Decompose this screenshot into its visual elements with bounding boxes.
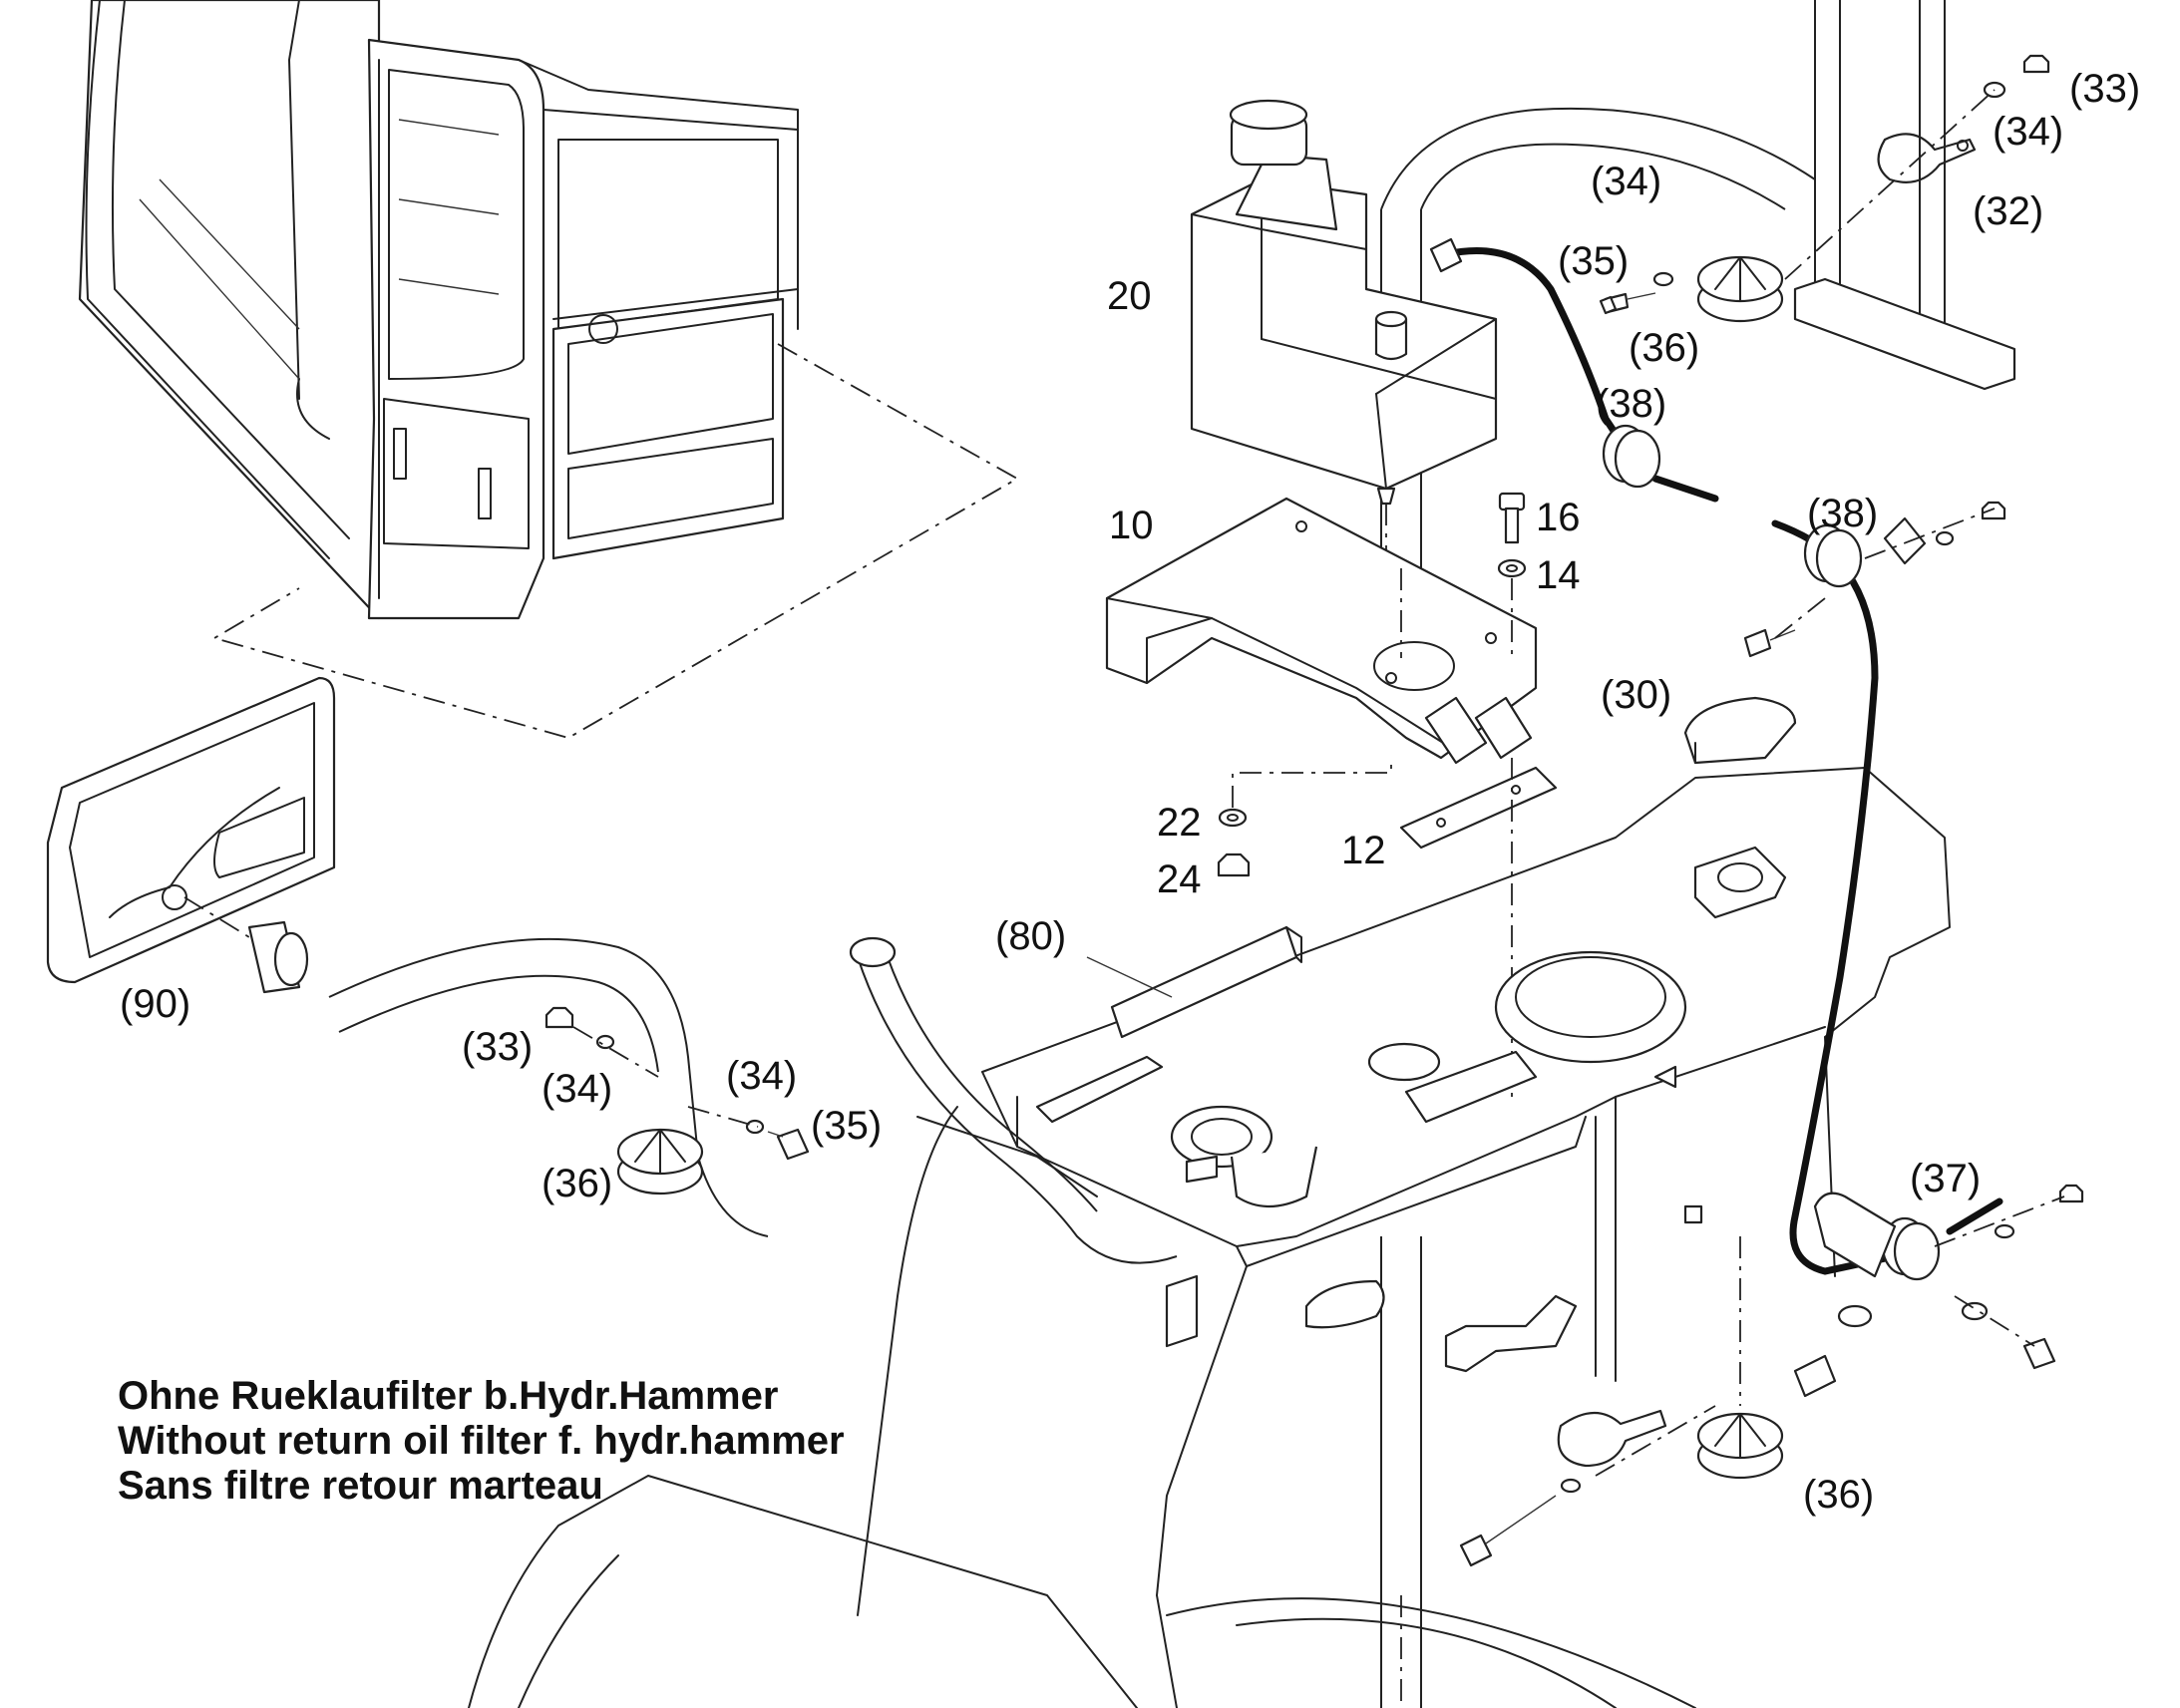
callout-36-left: (36) (542, 1162, 612, 1205)
hose-grommet-upper (1602, 424, 1661, 489)
oil-tank (1190, 99, 1498, 506)
hose-grommet-lower (1803, 501, 2006, 588)
hardware-left (545, 1006, 810, 1161)
support-stand (1793, 0, 2016, 391)
callout-90: (90) (120, 982, 190, 1026)
callout-34-top: (34) (1591, 160, 1661, 203)
hose-clamp-bottom (1696, 1412, 1784, 1480)
p-clamp (1877, 133, 1977, 183)
mounting-plate (1399, 766, 1558, 850)
caption-german: Ohne Rueklaufilter b.Hydr.Hammer (118, 1374, 778, 1418)
callout-10: 10 (1109, 504, 1154, 547)
callout-34-top-right: (34) (1993, 110, 2063, 154)
callout-33-top: (33) (2069, 67, 2140, 111)
bolt-top (1599, 295, 1618, 315)
callout-24: 24 (1157, 857, 1202, 901)
upper-frame (468, 767, 1951, 1708)
hose-clamp-top (1696, 255, 1784, 323)
guide-line-cab (211, 343, 1019, 739)
washer-and-nut (1217, 808, 1251, 877)
hardware-37 (1961, 1184, 2084, 1370)
callout-12: 12 (1341, 829, 1386, 872)
connector-fitting (247, 920, 309, 994)
callout-80: (80) (995, 914, 1066, 958)
callout-22: 22 (1157, 801, 1202, 845)
callout-34-left-right: (34) (726, 1054, 797, 1098)
caption-french: Sans filtre retour marteau (118, 1464, 603, 1508)
callout-14: 14 (1536, 553, 1581, 597)
tank-bracket (1105, 497, 1538, 765)
callout-20: 20 (1107, 274, 1152, 318)
main-hose-center (849, 936, 1178, 1264)
access-cover-panel (46, 676, 336, 984)
cab-assembly (78, 0, 799, 620)
callout-37: (37) (1910, 1157, 1981, 1200)
bolt-and-washer (1497, 492, 1527, 578)
callout-38-upper: (38) (1596, 382, 1666, 426)
callout-35-top: (35) (1558, 239, 1629, 283)
callout-33-left: (33) (462, 1025, 533, 1069)
hose-grommet-37 (1793, 1192, 1941, 1398)
hose-clamp-left (616, 1128, 704, 1196)
caption-english: Without return oil filter f. hydr.hammer (118, 1419, 845, 1463)
p-clamp-lower (1459, 1409, 1667, 1567)
callout-16: 16 (1536, 496, 1581, 539)
callout-38-lower: (38) (1807, 492, 1878, 535)
callout-34-left: (34) (542, 1067, 612, 1111)
callout-36-top: (36) (1629, 326, 1699, 370)
hardware-top-right (1604, 54, 2050, 314)
callout-32: (32) (1973, 189, 2043, 233)
callout-36-bottom: (36) (1803, 1473, 1874, 1517)
callout-30: (30) (1601, 673, 1671, 717)
pilot-hose (1442, 247, 2003, 1275)
rubber-block (1683, 696, 1797, 765)
callout-35-left: (35) (811, 1104, 882, 1148)
